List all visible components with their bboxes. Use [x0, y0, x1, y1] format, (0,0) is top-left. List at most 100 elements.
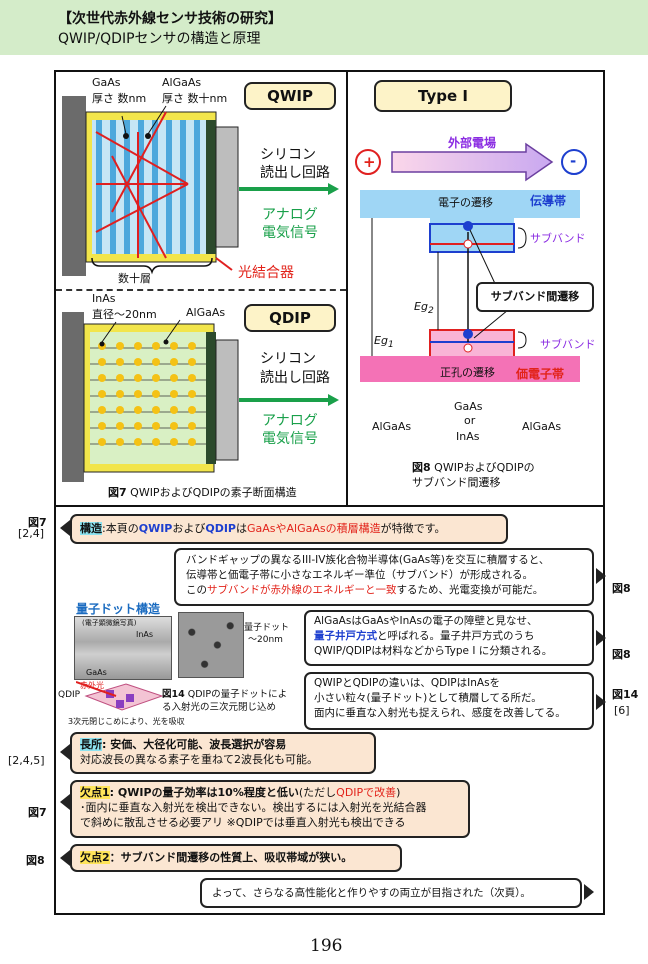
drawback1-paren-close: ) [396, 786, 401, 799]
callout-arrow [60, 744, 70, 760]
structure-text-e: は [236, 522, 247, 535]
qd-inas-label: InAs [136, 630, 154, 639]
figure-divider-horizontal [54, 505, 605, 507]
page-title: 【次世代赤外線センサ技術の研究】 [58, 11, 282, 27]
ref-fig7-b: 図7 [28, 806, 47, 819]
figure-divider-vertical [346, 70, 348, 506]
structure-highlight: GaAsやAlGaAsの積層構造 [247, 522, 381, 535]
valence-band-label: 価電子帯 [516, 367, 565, 381]
bandgap-line-3b: サブバンドが赤外線のエネルギーと一致 [207, 584, 397, 596]
ref-fig8-b: 図8 [612, 648, 631, 661]
callout-arrow [596, 630, 606, 646]
band-middle-2: or [464, 414, 476, 427]
qwip-label: QWIP [244, 82, 336, 110]
qdip-readout-1: シリコン [260, 351, 316, 367]
qdip-analog-1: アナログ [262, 413, 318, 429]
callout-arrow [596, 694, 606, 710]
qwip-algaas-label: AlGaAs [162, 76, 202, 89]
callout-quantum-well: AlGaAsはGaAsやInAsの電子の障壁と見なせ、 量子井戸方式と呼ばれる。… [304, 610, 594, 666]
intersubband-box: サブバンド間遷移 [476, 282, 594, 312]
qdip-diff-line-3: 面内に垂直な入射光も捉えられ、感度を改善してる。 [314, 707, 566, 719]
callout-advantages: 長所: 安価、大径化可能、波長選択が容易 対応波長の異なる素子を重ねて2波長化も… [70, 732, 376, 774]
quantum-well-line-3: QWIP/QDIPは材料などからType I に分類される。 [314, 645, 553, 657]
fig7-caption-text: QWIPおよびQDIPの素子断面構造 [130, 486, 297, 499]
structure-qwip: QWIP [138, 522, 173, 535]
callout-arrow [596, 568, 606, 584]
page-header: 【次世代赤外線センサ技術の研究】 QWIP/QDIPセンサの構造と原理 [0, 0, 648, 55]
bandgap-line-3: このサブバンドが赤外線のエネルギーと一致するため、光電変換が可能だ。 [186, 583, 582, 598]
advantages-tag: 長所 [80, 738, 102, 751]
callout-arrow [60, 520, 70, 536]
content-frame [54, 70, 605, 915]
qdip-diff-line-1: QWIPとQDIPの違いは、QDIPはInAsを [314, 677, 501, 689]
quantum-dot-title: 量子ドット構造 [76, 602, 161, 616]
qd-qdip-label: QDIP [58, 690, 81, 700]
callout-qdip-difference: QWIPとQDIPの違いは、QDIPはInAsを 小さい粒々(量子ドット)として… [304, 672, 594, 730]
hole-transition-label: 正孔の遷移 [440, 366, 495, 379]
quantum-well-line-1: AlGaAsはGaAsやInAsの電子の障壁と見なせ、 [314, 615, 538, 627]
advantages-line-1: 長所: 安価、大径化可能、波長選択が容易 [80, 737, 366, 752]
fig8-caption-1: QWIPおよびQDIPの [434, 461, 535, 474]
fig14-caption-1: QDIPの量子ドットによ [187, 689, 288, 700]
ref-cite-c: [2,4,5] [8, 754, 45, 767]
subband-top-label: サブバンド [530, 232, 586, 245]
fig7-caption: 図7 QWIPおよびQDIPの素子断面構造 [108, 484, 297, 500]
qd-light-label: 赤外光 [80, 681, 104, 690]
drawback1-line-3: で斜めに散乱させる必要アリ ※QDIPでは垂直入射光も検出できる [80, 816, 406, 829]
ref-fig14: 図14 [612, 688, 639, 701]
drawback1-main: : QWIPの量子効率は10%程度と低い [109, 786, 299, 799]
structure-qdip: QDIP [205, 522, 236, 535]
qwip-readout-1: シリコン [260, 147, 316, 163]
qd-size-label: ～20nm [248, 635, 283, 645]
callout-arrow [584, 884, 594, 900]
qwip-coupler-label: 光結合器 [238, 265, 294, 281]
fig8-caption-2: サブバンド間遷移 [412, 476, 501, 489]
qd-micro-label: (電子顕微鏡写真) [82, 619, 137, 627]
qdip-readout-2: 読出し回路 [260, 370, 330, 386]
conclusion-text: よって、さらなる高性能化と作りやすの両立が目指された（次頁）。 [212, 887, 531, 899]
field-minus-sign: - [570, 152, 577, 170]
structure-text-c: および [172, 522, 206, 535]
eg2-label: Eg2 [414, 300, 434, 316]
qwip-gaas-thickness: 厚さ 数nm [92, 92, 147, 105]
qd-3d-illustration [76, 681, 164, 711]
qwip-layers-label: 数十層 [118, 272, 151, 285]
advantages-line-2: 対応波長の異なる素子を重ねて2波長化も可能。 [80, 753, 318, 766]
qd-gaas-label: GaAs [86, 668, 107, 677]
qdip-algaas-label: AlGaAs [186, 306, 226, 319]
ref-fig8-a: 図8 [612, 582, 631, 595]
field-label: 外部電場 [448, 136, 497, 150]
qwip-qdip-divider [56, 289, 346, 291]
drawback1-tag: 欠点1 [80, 786, 110, 799]
callout-arrow [60, 794, 70, 810]
page-number: 196 [310, 936, 343, 956]
fig14-caption: 図14 QDIPの量子ドットによる入射光の三次元閉じ込め [162, 688, 287, 714]
qd-cross-section-photo [74, 616, 172, 680]
qd-note: 3次元閉じこめにより、光を吸収 [68, 717, 185, 726]
drawback1-line-2: ･面内に垂直な入射光を検出できない。検出するには入射光を光結合器 [80, 801, 427, 814]
callout-structure: 構造:本頁のQWIPおよびQDIPはGaAsやAlGaAsの積層構造が特徴です。 [70, 514, 508, 544]
qd-afm-photo [178, 612, 244, 678]
qdip-diagram [62, 312, 339, 482]
subband-bottom-label: サブバンド [540, 338, 596, 351]
bandgap-line-2: 伝導帯と価電子帯に小さなエネルギー準位（サブバンド）が形成される。 [186, 569, 534, 581]
band-middle-1: GaAs [454, 400, 483, 413]
structure-text-a: :本頁の [102, 522, 139, 535]
quantum-well-term: 量子井戸方式 [314, 630, 377, 642]
drawback1-paren-open: (ただし [298, 786, 337, 799]
qdip-label: QDIP [244, 304, 336, 332]
quantum-well-line-2: 量子井戸方式と呼ばれる。量子井戸方式のうち [314, 629, 584, 644]
qwip-readout-2: 読出し回路 [260, 165, 330, 181]
band-algaas-right: AlGaAs [522, 420, 562, 433]
eg2-symbol: Eg [414, 300, 428, 313]
fig8-caption: 図8 QWIPおよびQDIPのサブバンド間遷移 [412, 460, 535, 490]
eg2-subscript: 2 [427, 305, 434, 317]
qwip-analog-1: アナログ [262, 207, 318, 223]
structure-text-g: が特徴です。 [380, 522, 446, 535]
fig7-number: 図7 [108, 486, 127, 499]
band-algaas-left: AlGaAs [372, 420, 412, 433]
drawback2-main: ：サブバンド間遷移の性質上、吸収帯域が狭い。 [109, 851, 353, 864]
qwip-analog-2: 電気信号 [262, 225, 318, 241]
qdip-analog-2: 電気信号 [262, 431, 318, 447]
qdip-inas-diameter: 直径～20nm [92, 308, 157, 321]
